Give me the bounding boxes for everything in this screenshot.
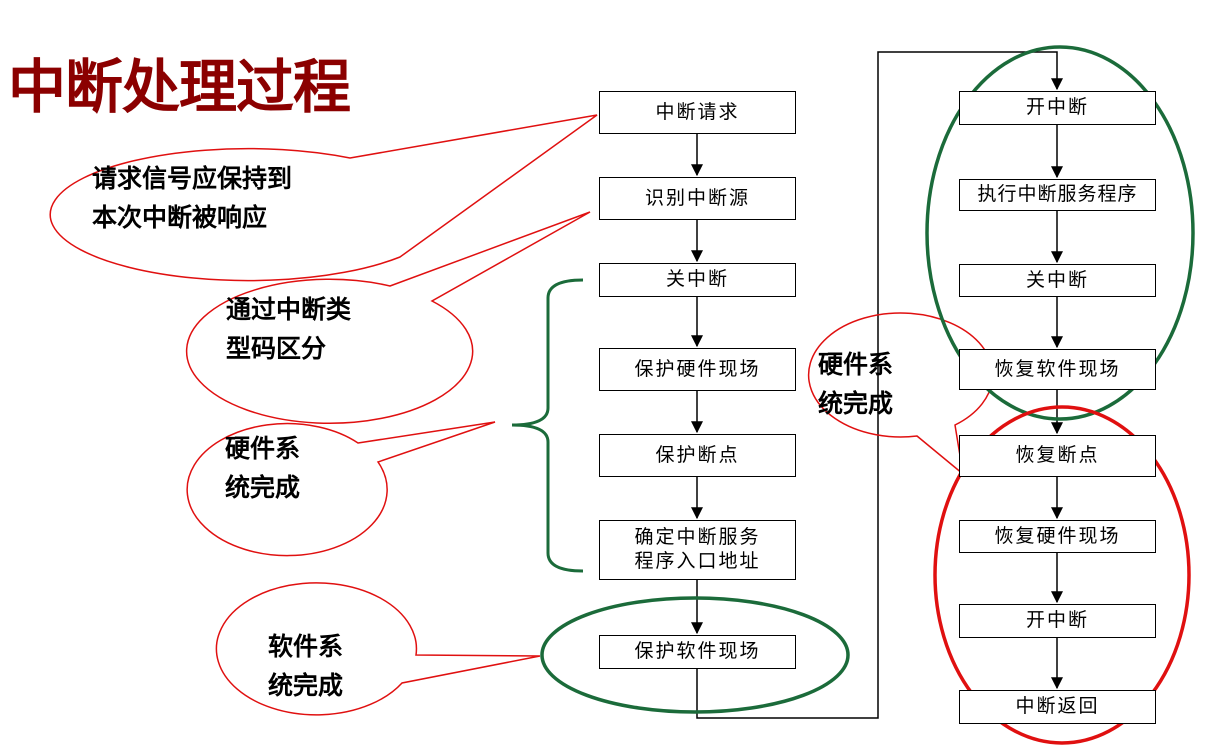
box-label: 关中断 bbox=[665, 268, 729, 291]
box-identify-source: 识别中断源 bbox=[599, 177, 796, 220]
box-label: 保护硬件现场 bbox=[634, 357, 761, 380]
callout-hardware-mid-text: 硬件系 统完成 bbox=[818, 346, 893, 424]
box-save-software-context: 保护软件现场 bbox=[599, 635, 796, 669]
box-label: 恢复软件现场 bbox=[994, 357, 1121, 380]
box-restore-hardware-context: 恢复硬件现场 bbox=[959, 520, 1156, 553]
callout-line: 本次中断被响应 bbox=[92, 202, 268, 232]
callout-type-code-bubble bbox=[185, 211, 591, 424]
box-enable-interrupt-2: 开中断 bbox=[959, 604, 1156, 638]
box-label: 开中断 bbox=[1025, 96, 1089, 119]
box-determine-entry: 确定中断服务 程序入口地址 bbox=[599, 520, 796, 580]
box-interrupt-request: 中断请求 bbox=[599, 91, 796, 134]
hardware-brace bbox=[511, 278, 584, 573]
callout-type-code-text: 通过中断类 型码区分 bbox=[226, 291, 351, 369]
box-save-breakpoint: 保护断点 bbox=[599, 434, 796, 477]
box-restore-software-context: 恢复软件现场 bbox=[959, 349, 1156, 390]
callout-hardware-left-text: 硬件系 统完成 bbox=[225, 430, 300, 508]
callout-line: 请求信号应保持到 bbox=[92, 164, 293, 193]
box-label: 执行中断服务程序 bbox=[977, 183, 1138, 206]
callout-line: 型码区分 bbox=[226, 333, 327, 363]
box-label: 关中断 bbox=[1025, 268, 1089, 291]
box-label: 恢复断点 bbox=[1015, 444, 1100, 467]
connector-left-to-right bbox=[696, 51, 1063, 719]
box-disable-interrupt-2: 关中断 bbox=[959, 264, 1156, 297]
callout-line: 硬件系 bbox=[818, 350, 894, 379]
callout-line: 统完成 bbox=[818, 388, 894, 418]
callout-line: 通过中断类 bbox=[226, 295, 352, 324]
box-label: 保护断点 bbox=[655, 443, 740, 466]
callout-request-text: 请求信号应保持到 本次中断被响应 bbox=[92, 160, 292, 238]
box-label: 开中断 bbox=[1025, 609, 1089, 632]
box-label-line2: 程序入口地址 bbox=[634, 550, 761, 572]
box-label: 恢复硬件现场 bbox=[994, 524, 1121, 547]
software-group-ellipse bbox=[925, 45, 1195, 421]
page-title: 中断处理过程 bbox=[8, 53, 351, 121]
save-software-ellipse bbox=[540, 596, 850, 714]
box-label: 中断请求 bbox=[655, 100, 740, 123]
box-label: 识别中断源 bbox=[644, 186, 750, 209]
callout-request-bubble bbox=[49, 114, 598, 282]
box-restore-breakpoint: 恢复断点 bbox=[959, 435, 1156, 477]
box-interrupt-return: 中断返回 bbox=[959, 690, 1156, 724]
box-disable-interrupt: 关中断 bbox=[599, 263, 796, 297]
box-save-hardware-context: 保护硬件现场 bbox=[599, 348, 796, 391]
callout-line: 统完成 bbox=[268, 670, 344, 700]
callout-line: 硬件系 bbox=[225, 434, 301, 463]
box-enable-interrupt-1: 开中断 bbox=[959, 91, 1156, 125]
hardware-group-ellipse bbox=[933, 405, 1191, 745]
callout-software-left-text: 软件系 统完成 bbox=[268, 628, 343, 706]
box-execute-service: 执行中断服务程序 bbox=[959, 179, 1156, 211]
box-label: 中断返回 bbox=[1015, 695, 1100, 718]
callout-line: 统完成 bbox=[225, 472, 301, 502]
callout-software-left-bubble bbox=[215, 582, 541, 716]
callout-line: 软件系 bbox=[268, 632, 344, 661]
box-label: 保护软件现场 bbox=[634, 640, 761, 663]
box-label-line1: 确定中断服务 bbox=[634, 526, 761, 549]
callout-hardware-left-bubble bbox=[186, 421, 496, 557]
